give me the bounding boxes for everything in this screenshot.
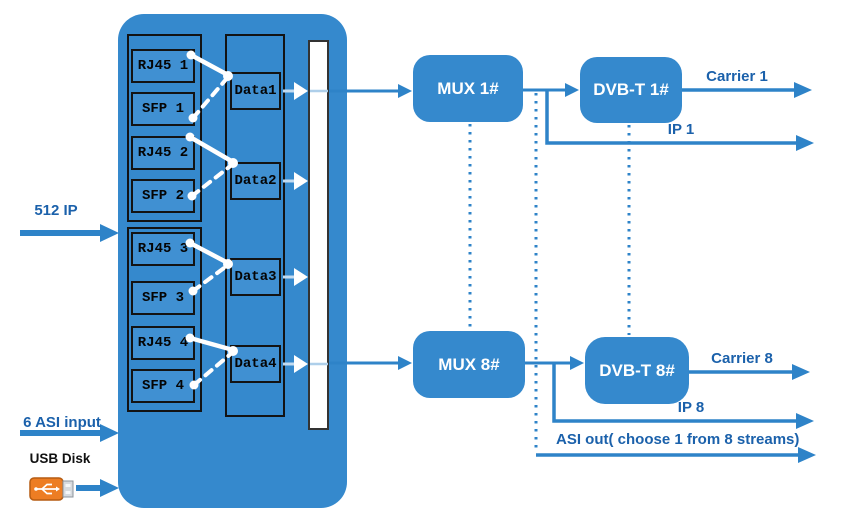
usb-drive-icon	[29, 477, 74, 501]
port-box-rj45-2: RJ45 2	[131, 136, 195, 170]
port-box-sfp-1: SFP 1	[131, 92, 195, 126]
carrier1-label: Carrier 1	[706, 68, 768, 85]
input-asi-label: 6 ASI input	[23, 414, 101, 431]
port-box-rj45-3: RJ45 3	[131, 232, 195, 266]
mux-8-box: MUX 8#	[413, 331, 525, 398]
input-512ip-arrow	[20, 224, 119, 242]
port-box-rj45-4: RJ45 4	[131, 326, 195, 360]
ip1-label: IP 1	[667, 121, 695, 138]
carrier8-label: Carrier 8	[711, 350, 773, 367]
data4-box: Data4	[230, 345, 281, 383]
dvbt-1-box: DVB-T 1#	[580, 57, 682, 123]
input-512ip-label: 512 IP	[34, 202, 78, 219]
port-box-sfp-3: SFP 3	[131, 281, 195, 315]
mux-1-box: MUX 1#	[413, 55, 523, 122]
asi-out-label: ASI out( choose 1 from 8 streams)	[556, 431, 800, 448]
port-box-sfp-4: SFP 4	[131, 369, 195, 403]
data1-box: Data1	[230, 72, 281, 110]
data3-box: Data3	[230, 258, 281, 296]
dvbt-8-box: DVB-T 8#	[585, 337, 689, 404]
input-usb-arrow	[76, 479, 119, 497]
ip8-label: IP 8	[677, 399, 705, 416]
port-box-sfp-2: SFP 2	[131, 179, 195, 213]
data2-box: Data2	[230, 162, 281, 200]
asi-out-arrow	[536, 447, 816, 463]
port-group-1-frame	[127, 34, 202, 222]
mux8-to-dvbt8-arrow	[525, 356, 584, 370]
port-box-rj45-1: RJ45 1	[131, 49, 195, 83]
mux1-to-dvbt1-arrow	[523, 83, 579, 97]
data-channel-column-frame	[225, 34, 285, 417]
backplane-bar	[308, 40, 329, 430]
usb-disk-label: USB Disk	[29, 451, 91, 466]
port-group-2-frame	[127, 227, 202, 412]
